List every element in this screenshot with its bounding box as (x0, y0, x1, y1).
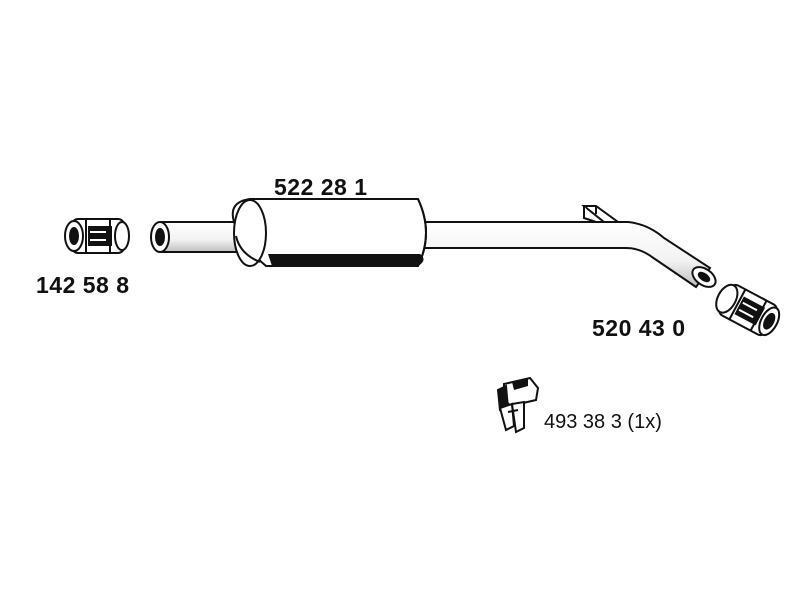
rubber-mount (496, 376, 540, 434)
pipe-hanger-bracket (581, 205, 622, 223)
clamp-right (715, 283, 781, 337)
clamp-left-part-number: 142 58 8 (36, 272, 130, 298)
middle-silencer-part-number: 522 28 1 (274, 174, 368, 200)
clamp-right-part-number: 520 43 0 (592, 315, 686, 341)
middle-silencer (231, 198, 427, 267)
rubber-mount-part-number: 493 38 3 (1x) (544, 411, 662, 433)
clamp-left (64, 218, 130, 254)
outlet-pipe (419, 221, 717, 289)
